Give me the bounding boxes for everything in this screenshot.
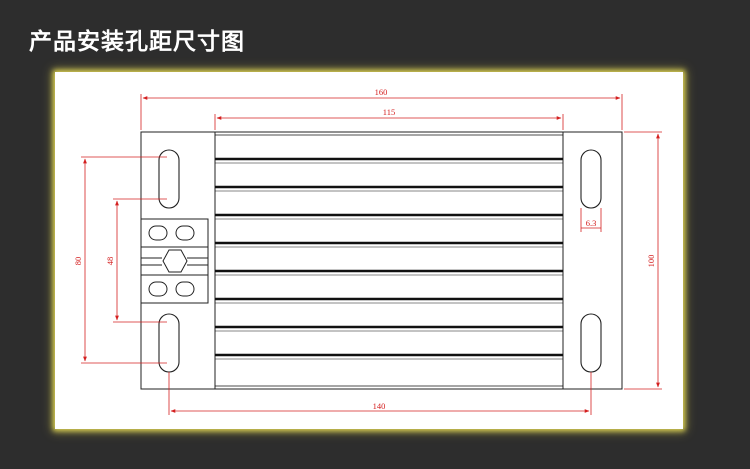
dim-label-hole-spacing-width: 140 (373, 401, 386, 411)
dim-label-overall-height: 100 (646, 255, 656, 268)
mounting-slot-top-right (580, 149, 602, 209)
mounting-slot-top-left (158, 149, 180, 209)
body-outline (140, 131, 623, 390)
terminal-hole-2 (175, 225, 195, 241)
heater-body (140, 131, 623, 390)
dim-label-slot-width: 6.3 (586, 218, 597, 228)
mounting-slot-bottom-right (580, 313, 602, 373)
terminal-hole-4 (175, 281, 195, 297)
heater-technical-drawing: 160 115 140 6.3 100 80 48 (73, 87, 662, 415)
terminal-hole-3 (148, 281, 168, 297)
fin-lines (215, 134, 563, 387)
terminal-block-outline (140, 218, 209, 304)
terminal-hole-1 (148, 225, 168, 241)
dim-label-overall-width: 160 (375, 87, 388, 97)
drawing-panel: 160 115 140 6.3 100 80 48 (55, 72, 683, 429)
terminal-nut-hex (162, 249, 188, 273)
dimension-lines (81, 94, 662, 415)
page-title: 产品安装孔距尺寸图 (29, 29, 245, 55)
dim-label-fin-width: 115 (383, 107, 395, 117)
mounting-slots (158, 149, 602, 373)
dim-label-terminal-height: 48 (105, 257, 115, 266)
terminal-block (140, 218, 209, 304)
dim-label-hole-spacing-height: 80 (73, 257, 83, 266)
